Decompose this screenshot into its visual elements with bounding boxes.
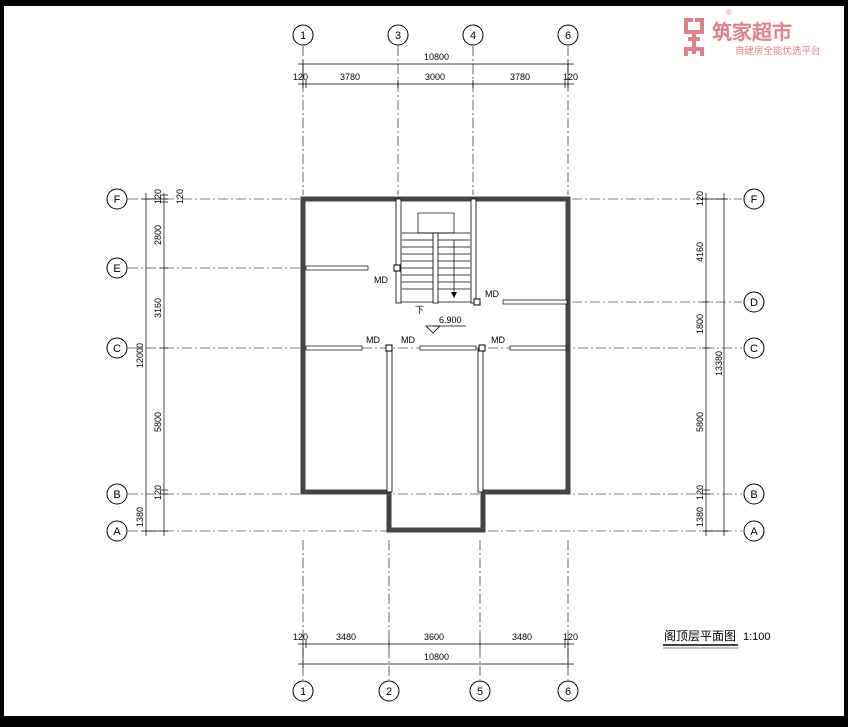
logo-mark-icon (684, 18, 704, 56)
bottom-dim-1: 120 (293, 632, 308, 642)
bottom-dimensions: 120 3480 3600 3480 120 10800 (293, 632, 578, 668)
door-label-4: MD (401, 335, 415, 345)
right-dim-6: 1380 (695, 507, 705, 527)
bottom-total-dim: 10800 (424, 652, 449, 662)
svg-text:F: F (751, 194, 758, 206)
top-total-dim: 10800 (424, 52, 449, 62)
axis-right-C: C (743, 337, 765, 359)
axis-bottom-5: 5 (469, 680, 491, 702)
drawing-scale: 1:100 (743, 631, 771, 643)
svg-text:C: C (113, 343, 121, 355)
drawing-title: 阁顶层平面图 1:100 (663, 629, 771, 649)
axis-left-F: F (106, 188, 128, 210)
svg-text:C: C (750, 343, 758, 355)
top-dim-5: 120 (563, 72, 578, 82)
top-dim-3: 3000 (425, 72, 445, 82)
right-dimensions: 120 4160 1800 5800 120 1380 13380 (695, 191, 728, 536)
axis-bottom-1: 1 (292, 680, 314, 702)
right-total-dim: 13380 (714, 351, 724, 376)
svg-text:B: B (113, 489, 120, 501)
axis-top-4: 4 (462, 24, 484, 46)
svg-text:5: 5 (477, 686, 483, 698)
axis-left-C: C (106, 337, 128, 359)
left-dim-2: 120 (175, 189, 185, 204)
right-dim-3: 1800 (695, 314, 705, 334)
axis-bottom-2: 2 (378, 680, 400, 702)
elevation-value: 6.900 (439, 315, 462, 325)
svg-text:6: 6 (565, 30, 571, 42)
bottom-dim-2: 3480 (336, 632, 356, 642)
door-label-5: MD (491, 335, 505, 345)
door-label-2: MD (485, 289, 499, 299)
drawing-title-text: 阁顶层平面图 (664, 629, 736, 643)
right-dim-1: 120 (695, 191, 705, 206)
left-total-dim: 12000 (135, 343, 145, 368)
axis-left-E: E (106, 257, 128, 279)
logo-name: 筑家超市 (712, 20, 792, 44)
walls (300, 196, 571, 533)
axis-bubbles: 1 3 4 6 1 2 5 6 F E C B A F D C B A (106, 24, 765, 702)
door-label-1: MD (374, 275, 388, 285)
svg-text:D: D (750, 297, 758, 309)
bottom-dim-4: 3480 (512, 632, 532, 642)
left-dim-7: 1380 (135, 507, 145, 527)
svg-text:1: 1 (300, 30, 306, 42)
axis-top-6: 6 (557, 24, 579, 46)
top-dim-1: 120 (293, 72, 308, 82)
axis-left-B: B (106, 483, 128, 505)
svg-text:1: 1 (300, 686, 306, 698)
axis-left-A: A (106, 520, 128, 542)
left-dimensions: 120 120 2800 3160 5800 120 1380 12000 (135, 189, 185, 536)
bottom-dim-3: 3600 (424, 632, 444, 642)
openings: MD MD MD MD MD (305, 264, 568, 352)
svg-text:2: 2 (386, 686, 392, 698)
left-dim-3: 2800 (153, 225, 163, 245)
svg-text:F: F (114, 194, 121, 206)
door-label-3: MD (366, 335, 380, 345)
elevation-mark: 6.900 (425, 315, 466, 334)
top-dim-4: 3780 (510, 72, 530, 82)
left-dim-1: 120 (153, 189, 163, 204)
stair-down-label: 下 (415, 305, 424, 315)
svg-text:B: B (750, 489, 757, 501)
svg-text:E: E (113, 263, 120, 275)
logo: 筑家超市 ® 自建房全能优选平台 (684, 8, 821, 57)
axis-bottom-6: 6 (557, 680, 579, 702)
axis-right-F: F (743, 188, 765, 210)
left-dim-6: 120 (153, 485, 163, 500)
top-dimensions: 10800 120 3780 3000 3780 120 (293, 52, 578, 88)
logo-reg: ® (726, 8, 732, 17)
paper (4, 6, 844, 716)
left-dim-4: 3160 (153, 298, 163, 318)
svg-text:3: 3 (395, 30, 401, 42)
svg-text:6: 6 (565, 686, 571, 698)
axis-right-A: A (743, 520, 765, 542)
bottom-dim-5: 120 (563, 632, 578, 642)
right-dim-2: 4160 (695, 242, 705, 262)
top-dim-2: 3780 (340, 72, 360, 82)
svg-text:A: A (113, 526, 121, 538)
right-dim-5: 120 (695, 485, 705, 500)
axis-top-3: 3 (387, 24, 409, 46)
axis-right-D: D (743, 291, 765, 313)
stair: 下 (402, 212, 470, 315)
svg-text:A: A (750, 526, 758, 538)
svg-text:4: 4 (470, 30, 476, 42)
left-dim-5: 5800 (153, 412, 163, 432)
right-dim-4: 5800 (695, 412, 705, 432)
logo-slogan: 自建房全能优选平台 (735, 45, 821, 57)
axis-top-1: 1 (292, 24, 314, 46)
axis-right-B: B (743, 483, 765, 505)
